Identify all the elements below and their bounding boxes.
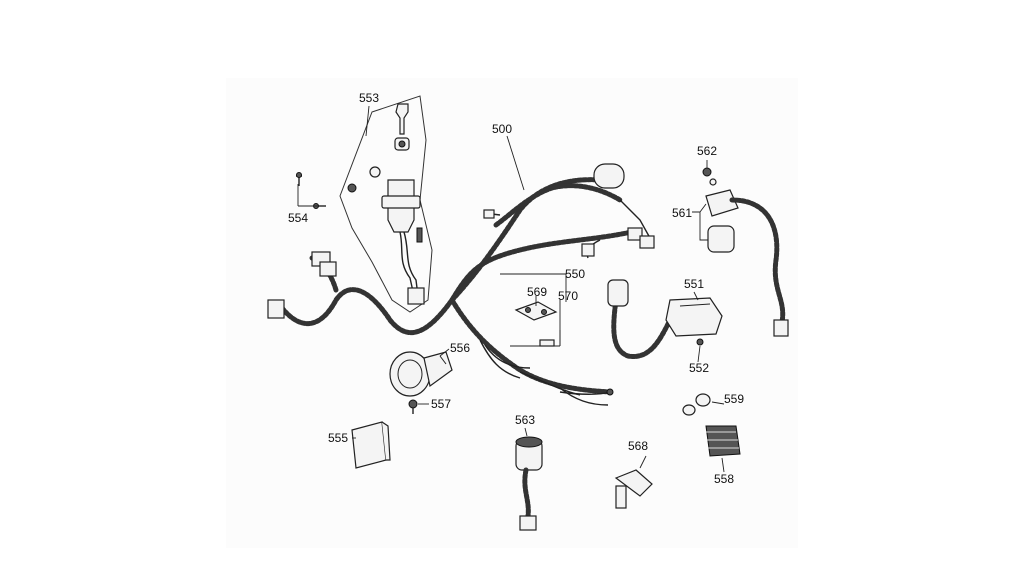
label-569: 569	[527, 285, 547, 299]
starter-solenoid-561	[705, 189, 789, 337]
main-wiring-harness	[267, 163, 655, 406]
label-556: 556	[450, 341, 470, 355]
bolt-557	[408, 399, 418, 414]
label-552: 552	[689, 361, 709, 375]
horn-556	[389, 351, 453, 397]
spark-plug-cap-568	[614, 455, 653, 509]
label-551: 551	[684, 277, 704, 291]
clips-559	[682, 393, 711, 416]
leader-lines	[297, 105, 725, 473]
label-500: 500	[492, 122, 512, 136]
ignition-coil-551	[607, 279, 723, 359]
label-562: 562	[697, 144, 717, 158]
label-570: 570	[558, 289, 578, 303]
cdi-unit-555	[351, 421, 391, 469]
label-557: 557	[431, 397, 451, 411]
fuse-570	[510, 330, 561, 347]
nuts-562	[702, 167, 717, 186]
label-561: 561	[672, 206, 692, 220]
regulator-rectifier-558	[705, 425, 741, 457]
screws-554	[296, 172, 326, 209]
label-568: 568	[628, 439, 648, 453]
label-554: 554	[288, 211, 308, 225]
starter-relay-563	[515, 436, 543, 531]
relay-bracket-569	[514, 301, 558, 321]
label-550: 550	[565, 267, 585, 281]
label-555: 555	[328, 431, 348, 445]
label-563: 563	[515, 413, 535, 427]
ignition-switch-assembly	[339, 95, 433, 313]
label-553: 553	[359, 91, 379, 105]
label-559: 559	[724, 392, 744, 406]
label-558: 558	[714, 472, 734, 486]
